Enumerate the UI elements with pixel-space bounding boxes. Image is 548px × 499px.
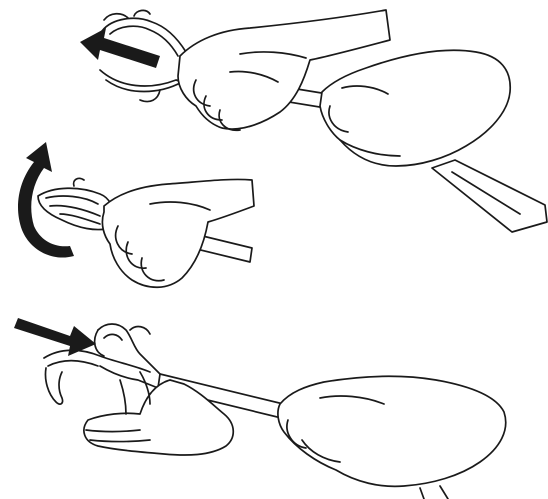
arrow-left-icon xyxy=(80,28,160,68)
claw-tool-2 xyxy=(38,178,113,229)
panel-step-3 xyxy=(14,318,506,499)
hand-2 xyxy=(102,179,254,287)
right-hand-3 xyxy=(278,376,506,499)
panel-step-2 xyxy=(18,142,254,287)
paddle xyxy=(432,160,547,232)
right-hand-1 xyxy=(320,50,510,166)
